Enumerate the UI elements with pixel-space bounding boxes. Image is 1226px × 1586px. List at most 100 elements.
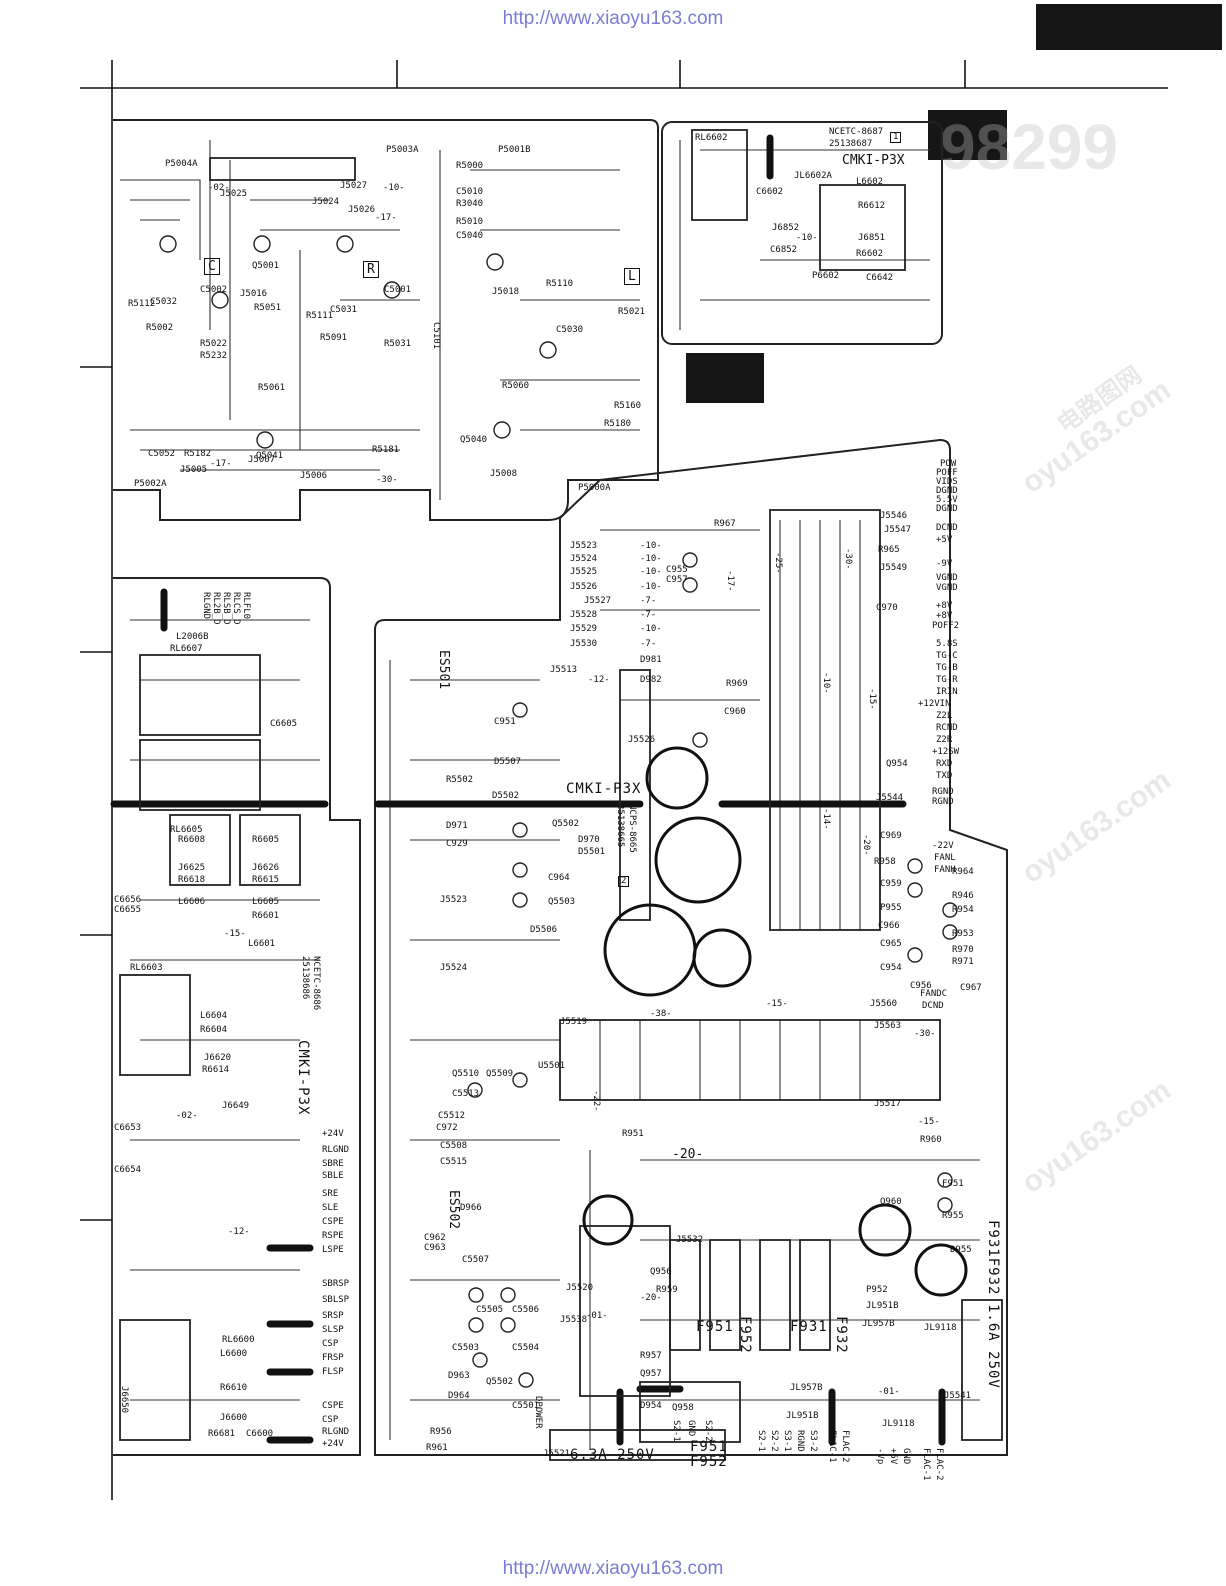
pwr-part-es501: ES501 (436, 650, 451, 690)
pwr-conn-4: DGND (936, 486, 958, 496)
pwr-part-r955: R958 (874, 857, 896, 867)
spk-part-j6620: J6620 (204, 1053, 232, 1063)
pwr-fuse-label-aux: F931F932 (985, 1220, 1001, 1296)
spk-pin-3: RLSB_D (221, 592, 231, 625)
pwr-part-c974: C966 (878, 921, 900, 931)
pwr-part-r958: C956 (910, 981, 932, 991)
spk-part-r6614: R6614 (202, 1065, 230, 1075)
spk-pin-1: RLFL0 (241, 592, 251, 620)
pwr-conn-28: RGND (932, 797, 954, 807)
pwr-jumper-j5520: J5520 (566, 1283, 594, 1293)
pwr-part-c964: R961 (426, 1443, 448, 1453)
spk-part-l6605: L6605 (252, 897, 280, 907)
pwr-jumper-j5527: J5527 (584, 596, 612, 606)
tone-part-c5002: C5002 (200, 285, 228, 295)
spk-part-j6625: J6625 (178, 863, 206, 873)
relay-part-c6642: C6642 (866, 273, 894, 283)
pwr-out-10: FLAC-2 (840, 1430, 850, 1463)
pwr-conn-21: Z2L (936, 711, 953, 721)
tone-jumper-10: J5008 (490, 469, 518, 479)
pwr-jumper-j5521: J5521 (543, 1449, 571, 1459)
pwr-num-01b: -01- (878, 1387, 900, 1397)
pwr-part-d970: C963 (424, 1243, 446, 1253)
spk-part-j6643: L6601 (248, 939, 276, 949)
tone-num-2: -10- (383, 183, 405, 193)
pwr-conn-11: VGND (936, 583, 958, 593)
pwr-part-r951: R957 (640, 1351, 662, 1361)
pwr-out-9: FLAC-1 (827, 1430, 837, 1463)
pwr-num-9: -20- (861, 834, 871, 856)
tone-num-3: -17- (375, 213, 397, 223)
spk-part-d6600: C6600 (246, 1429, 274, 1439)
pwr-part-r946: R964 (952, 867, 974, 877)
pwr-out-13: GND (901, 1448, 911, 1465)
tone-num-1: -02- (208, 183, 230, 193)
footer-url[interactable]: http://www.xiaoyu163.com (502, 1558, 724, 1579)
pwr-part-r5515: C951 (494, 717, 516, 727)
pwr-part-q952: F951 (942, 1179, 964, 1189)
pwr-part-c5506: C5506 (512, 1305, 540, 1315)
pwr-jumper-j5546: J5546 (880, 511, 908, 521)
pwr-part-d5504: D5507 (494, 757, 522, 767)
pwr-jv-1: -10- (640, 541, 662, 551)
pwr-fuse-f952: F952 (737, 1316, 753, 1354)
spk-part-j6649: J6649 (222, 1101, 250, 1111)
pwr-part-jl957b: JL9118 (882, 1419, 915, 1429)
spk-part-r6610: L6600 (220, 1349, 248, 1359)
pwr-conn-27: RGND (932, 787, 954, 797)
bus-label-9: LSPE (322, 1245, 344, 1255)
pwr-part-r5525: C972 (436, 1123, 458, 1133)
pwr-jumper-j5553: J5544 (876, 793, 904, 803)
tone-jumper-7: J5006 (300, 471, 328, 481)
pwr-part-c5504: C5504 (512, 1343, 540, 1353)
tone-part-r5051: R5051 (254, 303, 282, 313)
pwr-jv-9: -12- (588, 675, 610, 685)
pwr-conn-8: +5V (936, 535, 953, 545)
pwr-part-c5513: C5513 (452, 1089, 480, 1099)
pwr-jv-2: -10- (640, 554, 662, 564)
relay-part-c6602: C6602 (756, 187, 784, 197)
pwr-conn-20: +12VIN (918, 699, 951, 709)
spk-part-j6600: R6610 (220, 1383, 248, 1393)
pwr-part-r967: R967 (714, 519, 736, 529)
page-tab-marker (1036, 4, 1222, 50)
pwr-jumper-j5523: J5523 (570, 541, 598, 551)
spk-part-r6615: R6615 (252, 875, 280, 885)
pwr-out-8: S3-2 (808, 1430, 818, 1452)
pwr-part-c967: D955 (950, 1245, 972, 1255)
tone-part-c5031: C5031 (330, 305, 358, 315)
tone-part-r5181: R5181 (372, 445, 400, 455)
pwr-conn-24: +12SW (932, 747, 960, 757)
tone-part-r5090: C5030 (556, 325, 584, 335)
tone-part-c5010: R5000 (456, 161, 484, 171)
header-url[interactable]: http://www.xiaoyu163.com (502, 8, 724, 29)
tone-part-c5000: R5021 (618, 307, 646, 317)
pwr-jv-3: -10- (640, 567, 662, 577)
bus-label-20: +24V (322, 1439, 344, 1449)
relay-part-j6851: J6851 (858, 233, 886, 243)
spk-num-15: -15- (224, 929, 246, 939)
spk-part-c6653: C6653 (114, 1123, 142, 1133)
tone-part-c5052: C5052 (148, 449, 176, 459)
tone-part-r5091: R5091 (320, 333, 348, 343)
pwr-jumper-j5524: J5524 (570, 554, 598, 564)
pwr-conn-33: DCND (922, 1001, 944, 1011)
tone-part-r5160: R5160 (614, 401, 642, 411)
section-r-label: R (363, 261, 379, 278)
pwr-out-15: FLAC-2 (934, 1448, 944, 1481)
pwr-part-c5508: C5508 (440, 1141, 468, 1151)
spk-part-l6606: L6606 (178, 897, 206, 907)
spk-num-02: -02- (176, 1111, 198, 1121)
pwr-conn-7: DCND (936, 523, 958, 533)
pwr-part-q959: R960 (920, 1135, 942, 1145)
pwr-part-u5501: U5501 (538, 1061, 566, 1071)
pwr-part-r970: Q954 (886, 759, 908, 769)
pwr-jumper-j5538: J5538 (560, 1315, 588, 1325)
pwr-part-r953: C970 (876, 603, 898, 613)
tone-part-r5002: R5002 (146, 323, 174, 333)
tone-part-r5232: R5232 (200, 351, 228, 361)
tone-part-r5031: R5031 (384, 339, 412, 349)
tone-jumper-4: J5026 (348, 205, 376, 215)
tone-jumper-6: J5007 (248, 455, 276, 465)
